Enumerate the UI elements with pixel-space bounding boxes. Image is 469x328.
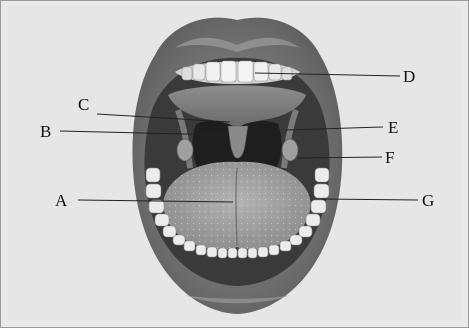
- label-G: G: [422, 191, 434, 210]
- label-E: E: [388, 118, 398, 137]
- label-B: B: [40, 122, 51, 141]
- label-F: F: [385, 148, 394, 167]
- label-A: A: [55, 191, 68, 210]
- tonsil-right: [282, 139, 298, 161]
- label-C: C: [78, 95, 89, 114]
- label-D: D: [403, 67, 415, 86]
- tonsil-left: [177, 139, 193, 161]
